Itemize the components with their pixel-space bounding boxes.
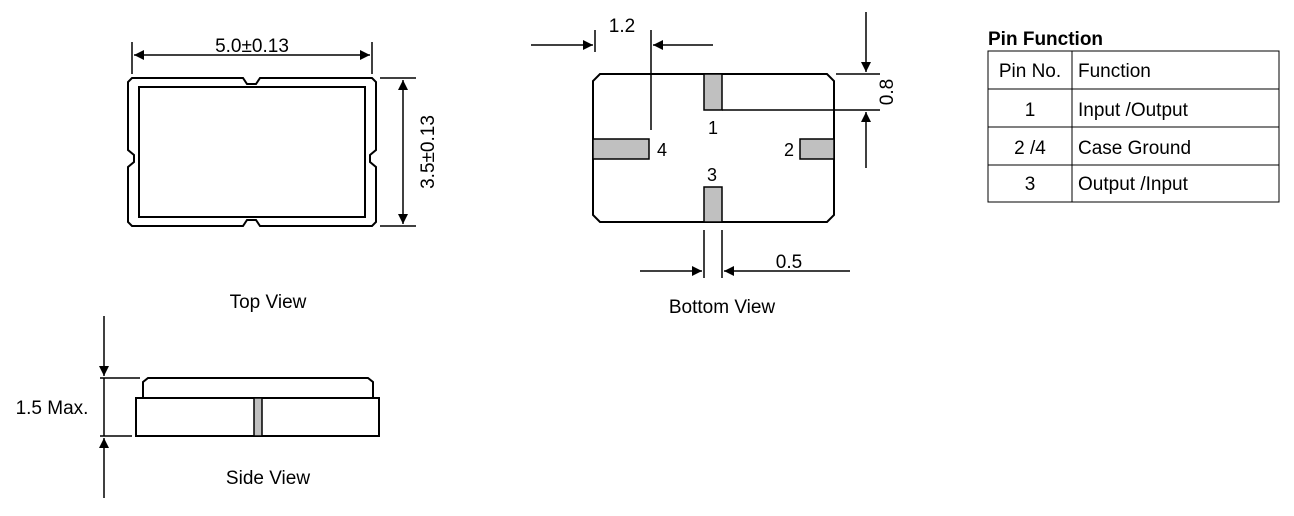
top-view: 5.0±0.13 3.5±0.13 Top View xyxy=(127,36,439,313)
top-view-lid xyxy=(138,86,366,218)
pin-table-cell-pin: 2 /4 xyxy=(1014,138,1046,159)
bottom-view-outline xyxy=(592,73,835,223)
pin-label-3: 3 xyxy=(707,165,717,185)
top-view-height-label: 3.5±0.13 xyxy=(418,115,439,189)
top-view-caption: Top View xyxy=(230,292,307,313)
pin-table-cell-function: Input /Output xyxy=(1078,100,1189,121)
side-view-lid xyxy=(142,377,374,398)
pin-label-1: 1 xyxy=(708,118,718,138)
top-view-outline xyxy=(127,77,377,227)
pin-label-2: 2 xyxy=(784,140,794,160)
side-view-height-label: 1.5 Max. xyxy=(16,398,89,419)
pin-table-header-pin: Pin No. xyxy=(999,61,1061,82)
pin-table-title: Pin Function xyxy=(988,29,1103,50)
pin-label-4: 4 xyxy=(657,140,667,160)
bottom-view: 1 2 3 4 1.2 0.8 0.5 Bottom View xyxy=(531,12,898,318)
dim-0-8-label: 0.8 xyxy=(877,79,898,105)
bottom-view-caption: Bottom View xyxy=(669,297,776,318)
pad-3 xyxy=(703,186,723,223)
pad-1 xyxy=(703,73,723,111)
pad-2 xyxy=(799,138,835,160)
pin-function-table: Pin Function Pin No. Function 1 Input /O… xyxy=(987,29,1280,203)
pin-table-cell-pin: 3 xyxy=(1025,174,1036,195)
side-view: 1.5 Max. Side View xyxy=(16,316,380,498)
dim-1-2-label: 1.2 xyxy=(609,16,635,37)
pin-table-header-function: Function xyxy=(1078,61,1151,82)
pin-table-cell-function: Output /Input xyxy=(1078,174,1189,195)
top-view-width-label: 5.0±0.13 xyxy=(215,36,289,57)
pad-4 xyxy=(592,138,650,160)
side-view-caption: Side View xyxy=(226,468,310,489)
side-view-pad xyxy=(253,397,263,437)
pin-table-cell-pin: 1 xyxy=(1025,100,1036,121)
dim-0-5-label: 0.5 xyxy=(776,252,802,273)
pin-table-cell-function: Case Ground xyxy=(1078,138,1191,159)
